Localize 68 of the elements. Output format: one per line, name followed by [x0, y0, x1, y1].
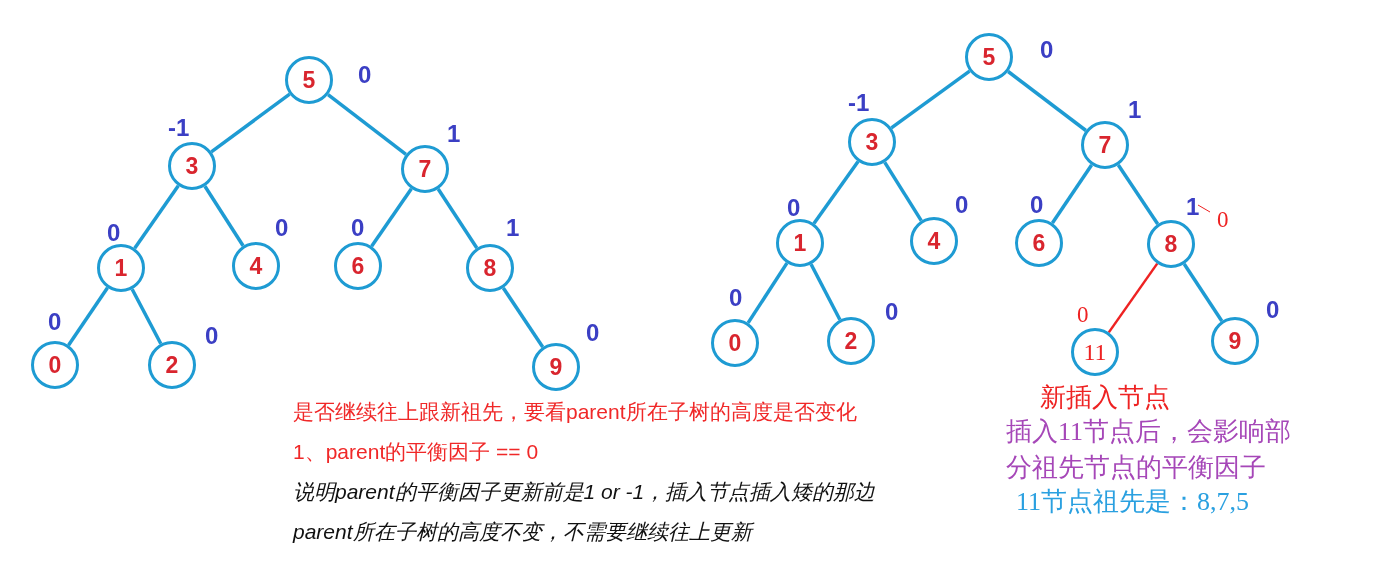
tree-node: 3	[168, 142, 216, 190]
tree-node: 6	[1015, 219, 1063, 267]
balance-factor: 0	[586, 321, 600, 345]
tree-node: 7	[1081, 121, 1129, 169]
note-text: 新插入节点	[1040, 382, 1170, 414]
tree-node: 9	[1211, 317, 1259, 365]
tree-node: 9	[532, 343, 580, 391]
balance-factor: 0	[48, 310, 62, 334]
edge-line	[809, 263, 842, 321]
note-text: 1、parent的平衡因子 == 0	[293, 439, 539, 465]
edge-line	[812, 160, 860, 225]
tree-node: 1	[97, 244, 145, 292]
balance-factor: 1	[1186, 195, 1200, 219]
balance-factor: 0	[358, 63, 372, 87]
edge-line	[1116, 164, 1160, 225]
tree-node: 7	[401, 145, 449, 193]
tree-node: 1	[776, 219, 824, 267]
edge-line	[1007, 70, 1087, 132]
tree-node: 2	[827, 317, 875, 365]
balance-factor: -1	[848, 91, 870, 115]
balance-factor: 1	[447, 122, 461, 146]
tree-node: 5	[965, 33, 1013, 81]
note-text: 插入11节点后，会影响部分祖先节点的平衡因子	[1006, 416, 1293, 484]
balance-factor: 0	[107, 221, 121, 245]
balance-factor: 0	[351, 216, 365, 240]
tree-node: 4	[910, 217, 958, 265]
edge-line	[501, 287, 545, 348]
balance-factor: 0	[885, 300, 899, 324]
tree-node: 0	[711, 319, 759, 367]
balance-factor: 0	[1040, 38, 1054, 62]
balance-factor: 0	[1030, 193, 1044, 217]
edge-line	[67, 286, 109, 347]
edge-line	[883, 161, 923, 222]
edge-line	[370, 187, 413, 248]
edge-line	[210, 92, 291, 154]
tree-node: 0	[31, 341, 79, 389]
balance-factor: 1	[506, 216, 520, 240]
balance-factor: 0	[955, 193, 969, 217]
balance-factor: 0	[787, 196, 801, 220]
edge-line	[1107, 262, 1159, 334]
balance-factor: -1	[168, 116, 190, 140]
edge-line	[436, 188, 479, 249]
tree-node: 8	[1147, 220, 1195, 268]
balance-factor: 0	[1077, 303, 1089, 326]
tree-node: 11	[1071, 328, 1119, 376]
note-text: 说明parent的平衡因子更新前是1 or -1，插入节点插入矮的那边	[293, 479, 876, 505]
note-text: 11节点祖先是：8,7,5	[1016, 486, 1250, 518]
tree-node: 8	[466, 244, 514, 292]
balance-factor: 1	[1128, 98, 1142, 122]
edge-line	[746, 262, 789, 324]
edge-line	[326, 93, 408, 156]
balance-factor: 0	[1266, 298, 1280, 322]
edge-line	[203, 185, 245, 247]
tree-node: 5	[285, 56, 333, 104]
edge-line	[1050, 163, 1094, 225]
tree-node: 4	[232, 242, 280, 290]
balance-factor: 0	[729, 286, 743, 310]
tree-node: 6	[334, 242, 382, 290]
edge-line	[130, 288, 163, 345]
tree-node: 2	[148, 341, 196, 389]
balance-factor: 0	[275, 216, 289, 240]
balance-factor: 0	[205, 324, 219, 348]
edge-line	[890, 69, 971, 130]
note-text: 是否继续往上跟新祖先，要看parent所在子树的高度是否变化	[293, 399, 857, 425]
balance-factor: 0	[1217, 208, 1229, 231]
tree-node: 3	[848, 118, 896, 166]
edge-line	[133, 184, 180, 250]
edge-line	[1182, 263, 1224, 322]
